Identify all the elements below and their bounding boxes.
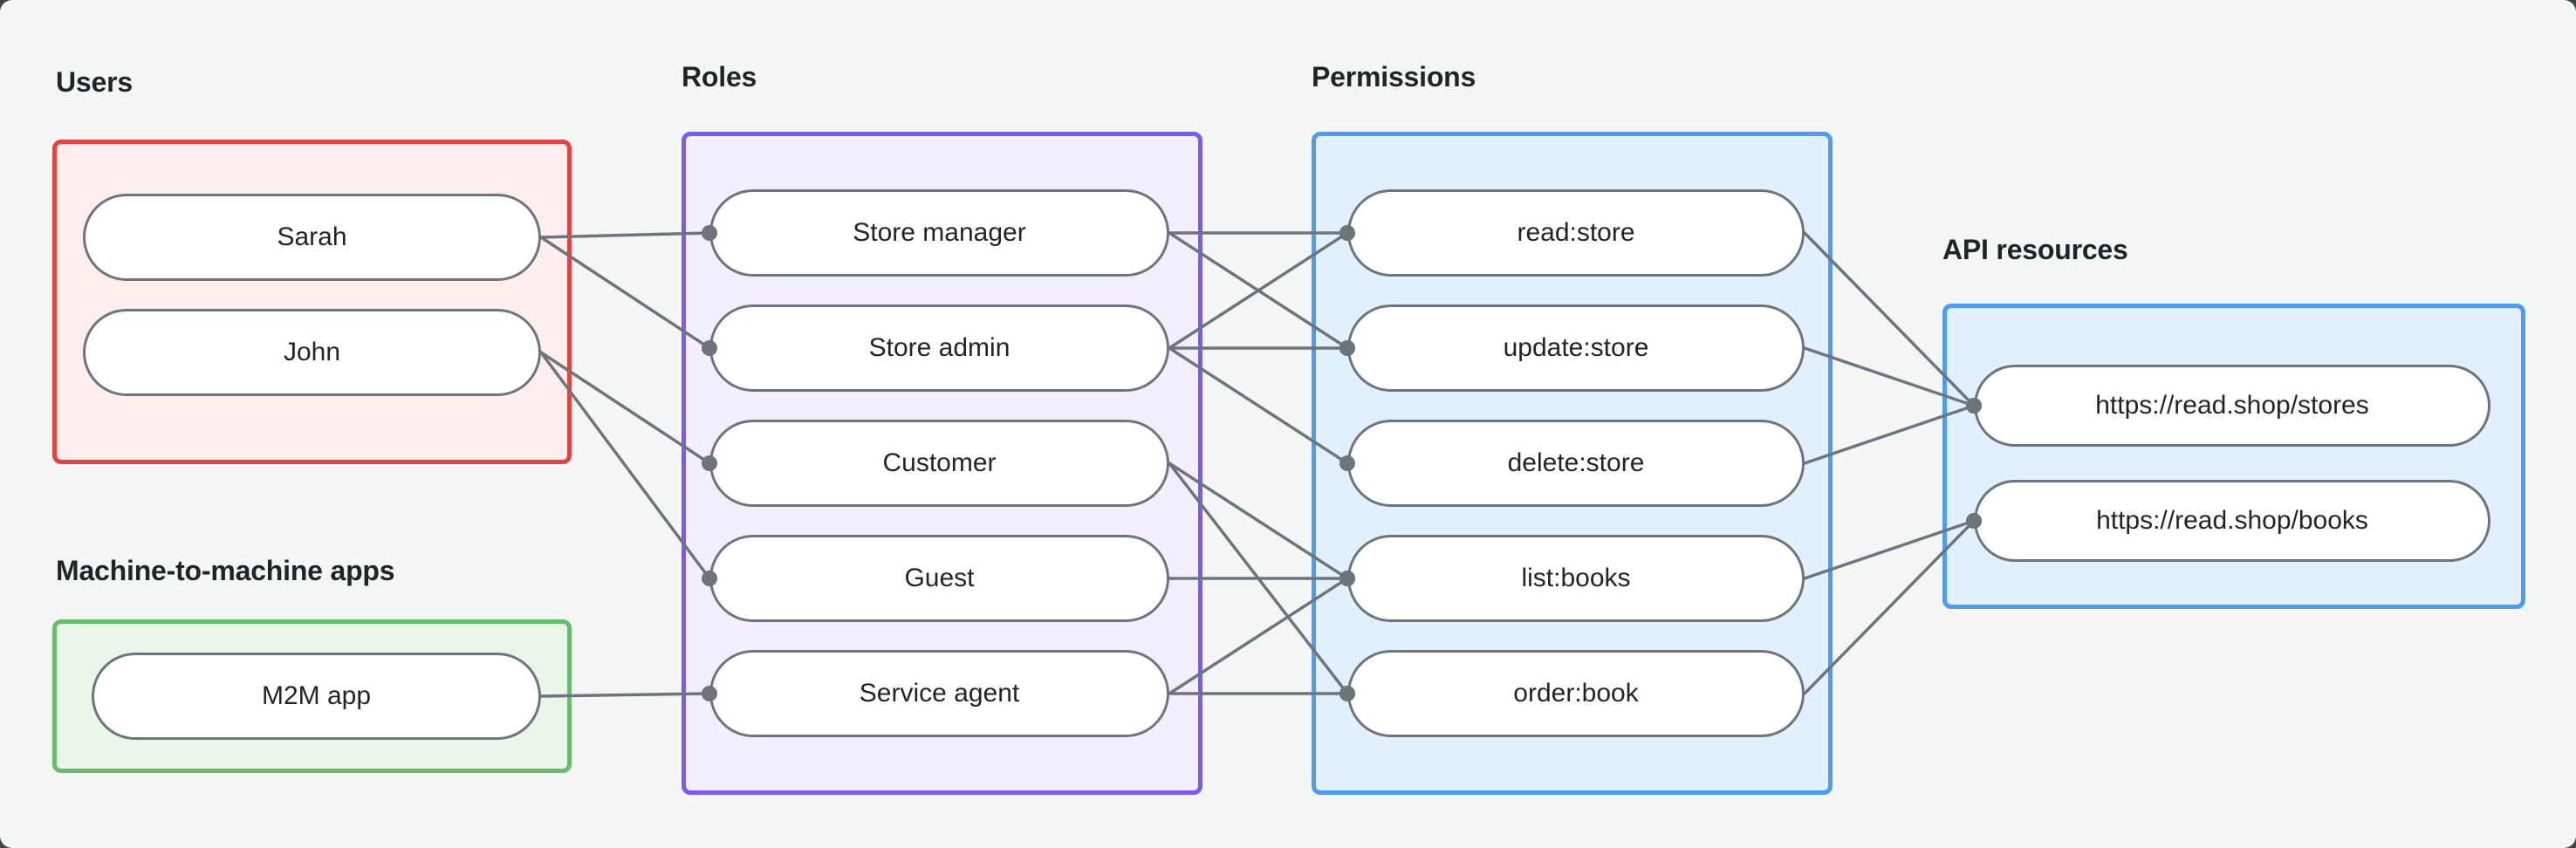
group-box-api xyxy=(1942,304,2525,609)
node-read-store: read:store xyxy=(1347,189,1805,277)
node-sarah: Sarah xyxy=(83,194,541,281)
node-store-admin: Store admin xyxy=(709,304,1169,392)
node-books: https://read.shop/books xyxy=(1974,480,2490,562)
node-john: John xyxy=(83,309,541,396)
node-update-store: update:store xyxy=(1347,304,1805,392)
node-order-book: order:book xyxy=(1347,650,1805,737)
group-label-roles: Roles xyxy=(682,61,757,92)
node-guest: Guest xyxy=(709,535,1169,622)
group-label-m2m: Machine-to-machine apps xyxy=(56,555,395,586)
group-label-permissions: Permissions xyxy=(1312,61,1476,92)
node-m2m-app: M2M app xyxy=(92,653,541,740)
group-label-api: API resources xyxy=(1942,234,2128,265)
node-delete-store: delete:store xyxy=(1347,420,1805,507)
node-service-agent: Service agent xyxy=(709,650,1169,737)
group-label-users: Users xyxy=(56,66,133,98)
node-list-books: list:books xyxy=(1347,535,1805,622)
node-stores: https://read.shop/stores xyxy=(1974,365,2490,447)
node-customer: Customer xyxy=(709,420,1169,507)
node-store-manager: Store manager xyxy=(709,189,1169,277)
group-box-users xyxy=(52,140,572,464)
